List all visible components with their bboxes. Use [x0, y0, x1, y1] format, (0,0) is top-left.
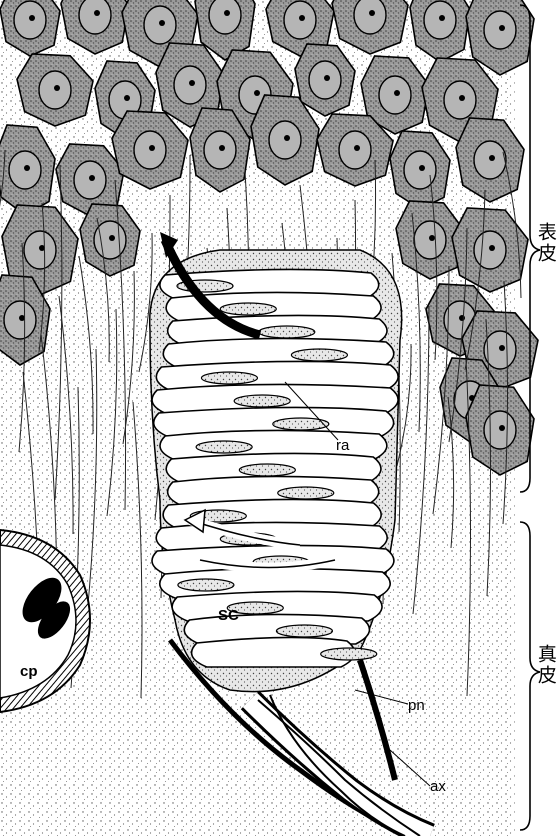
nucleolus [224, 10, 230, 16]
nucleolus [219, 145, 225, 151]
label-ax: ax [430, 779, 446, 794]
nucleolus [284, 135, 290, 141]
nucleolus [29, 15, 35, 21]
label-epidermis: 表皮 [535, 222, 556, 264]
nucleolus [499, 25, 505, 31]
nucleolus [189, 80, 195, 86]
nucleolus [24, 165, 30, 171]
nucleolus [419, 165, 425, 171]
nucleolus [489, 155, 495, 161]
nucleolus [499, 345, 505, 351]
schwann-nucleus [201, 372, 257, 384]
label-cp: cp [20, 664, 38, 679]
schwann-nucleus [273, 418, 329, 430]
schwann-nucleus [259, 326, 315, 338]
nucleolus [459, 315, 465, 321]
nucleolus [109, 235, 115, 241]
nucleolus [299, 15, 305, 21]
schwann-nucleus [321, 648, 377, 660]
label-dermis: 真皮 [535, 644, 556, 686]
nucleolus [89, 175, 95, 181]
schwann-nucleus [239, 464, 295, 476]
nucleolus [149, 145, 155, 151]
schwann-nucleus [276, 625, 332, 637]
nucleolus [499, 425, 505, 431]
label-pn: pn [408, 698, 425, 713]
nucleolus [254, 90, 260, 96]
cell-nucleus [79, 0, 111, 34]
schwann-nucleus [220, 303, 276, 315]
nucleolus [429, 235, 435, 241]
nucleolus [54, 85, 60, 91]
cell-nucleus [354, 0, 386, 34]
nucleolus [459, 95, 465, 101]
nucleolus [324, 75, 330, 81]
nucleolus [94, 10, 100, 16]
schwann-lamellae [152, 269, 398, 667]
nucleolus [354, 145, 360, 151]
nucleolus [369, 10, 375, 16]
schwann-nucleus [196, 441, 252, 453]
nucleolus [159, 20, 165, 26]
label-ra: ra [336, 438, 349, 453]
schwann-nucleus [234, 395, 290, 407]
nucleolus [394, 90, 400, 96]
nucleolus [124, 95, 130, 101]
nucleolus [439, 15, 445, 21]
schwann-nucleus [291, 349, 347, 361]
cell-nucleus [209, 0, 241, 34]
label-sc: SC [218, 608, 239, 623]
schwann-nucleus [178, 579, 234, 591]
nucleolus [489, 245, 495, 251]
schwann-nucleus [278, 487, 334, 499]
